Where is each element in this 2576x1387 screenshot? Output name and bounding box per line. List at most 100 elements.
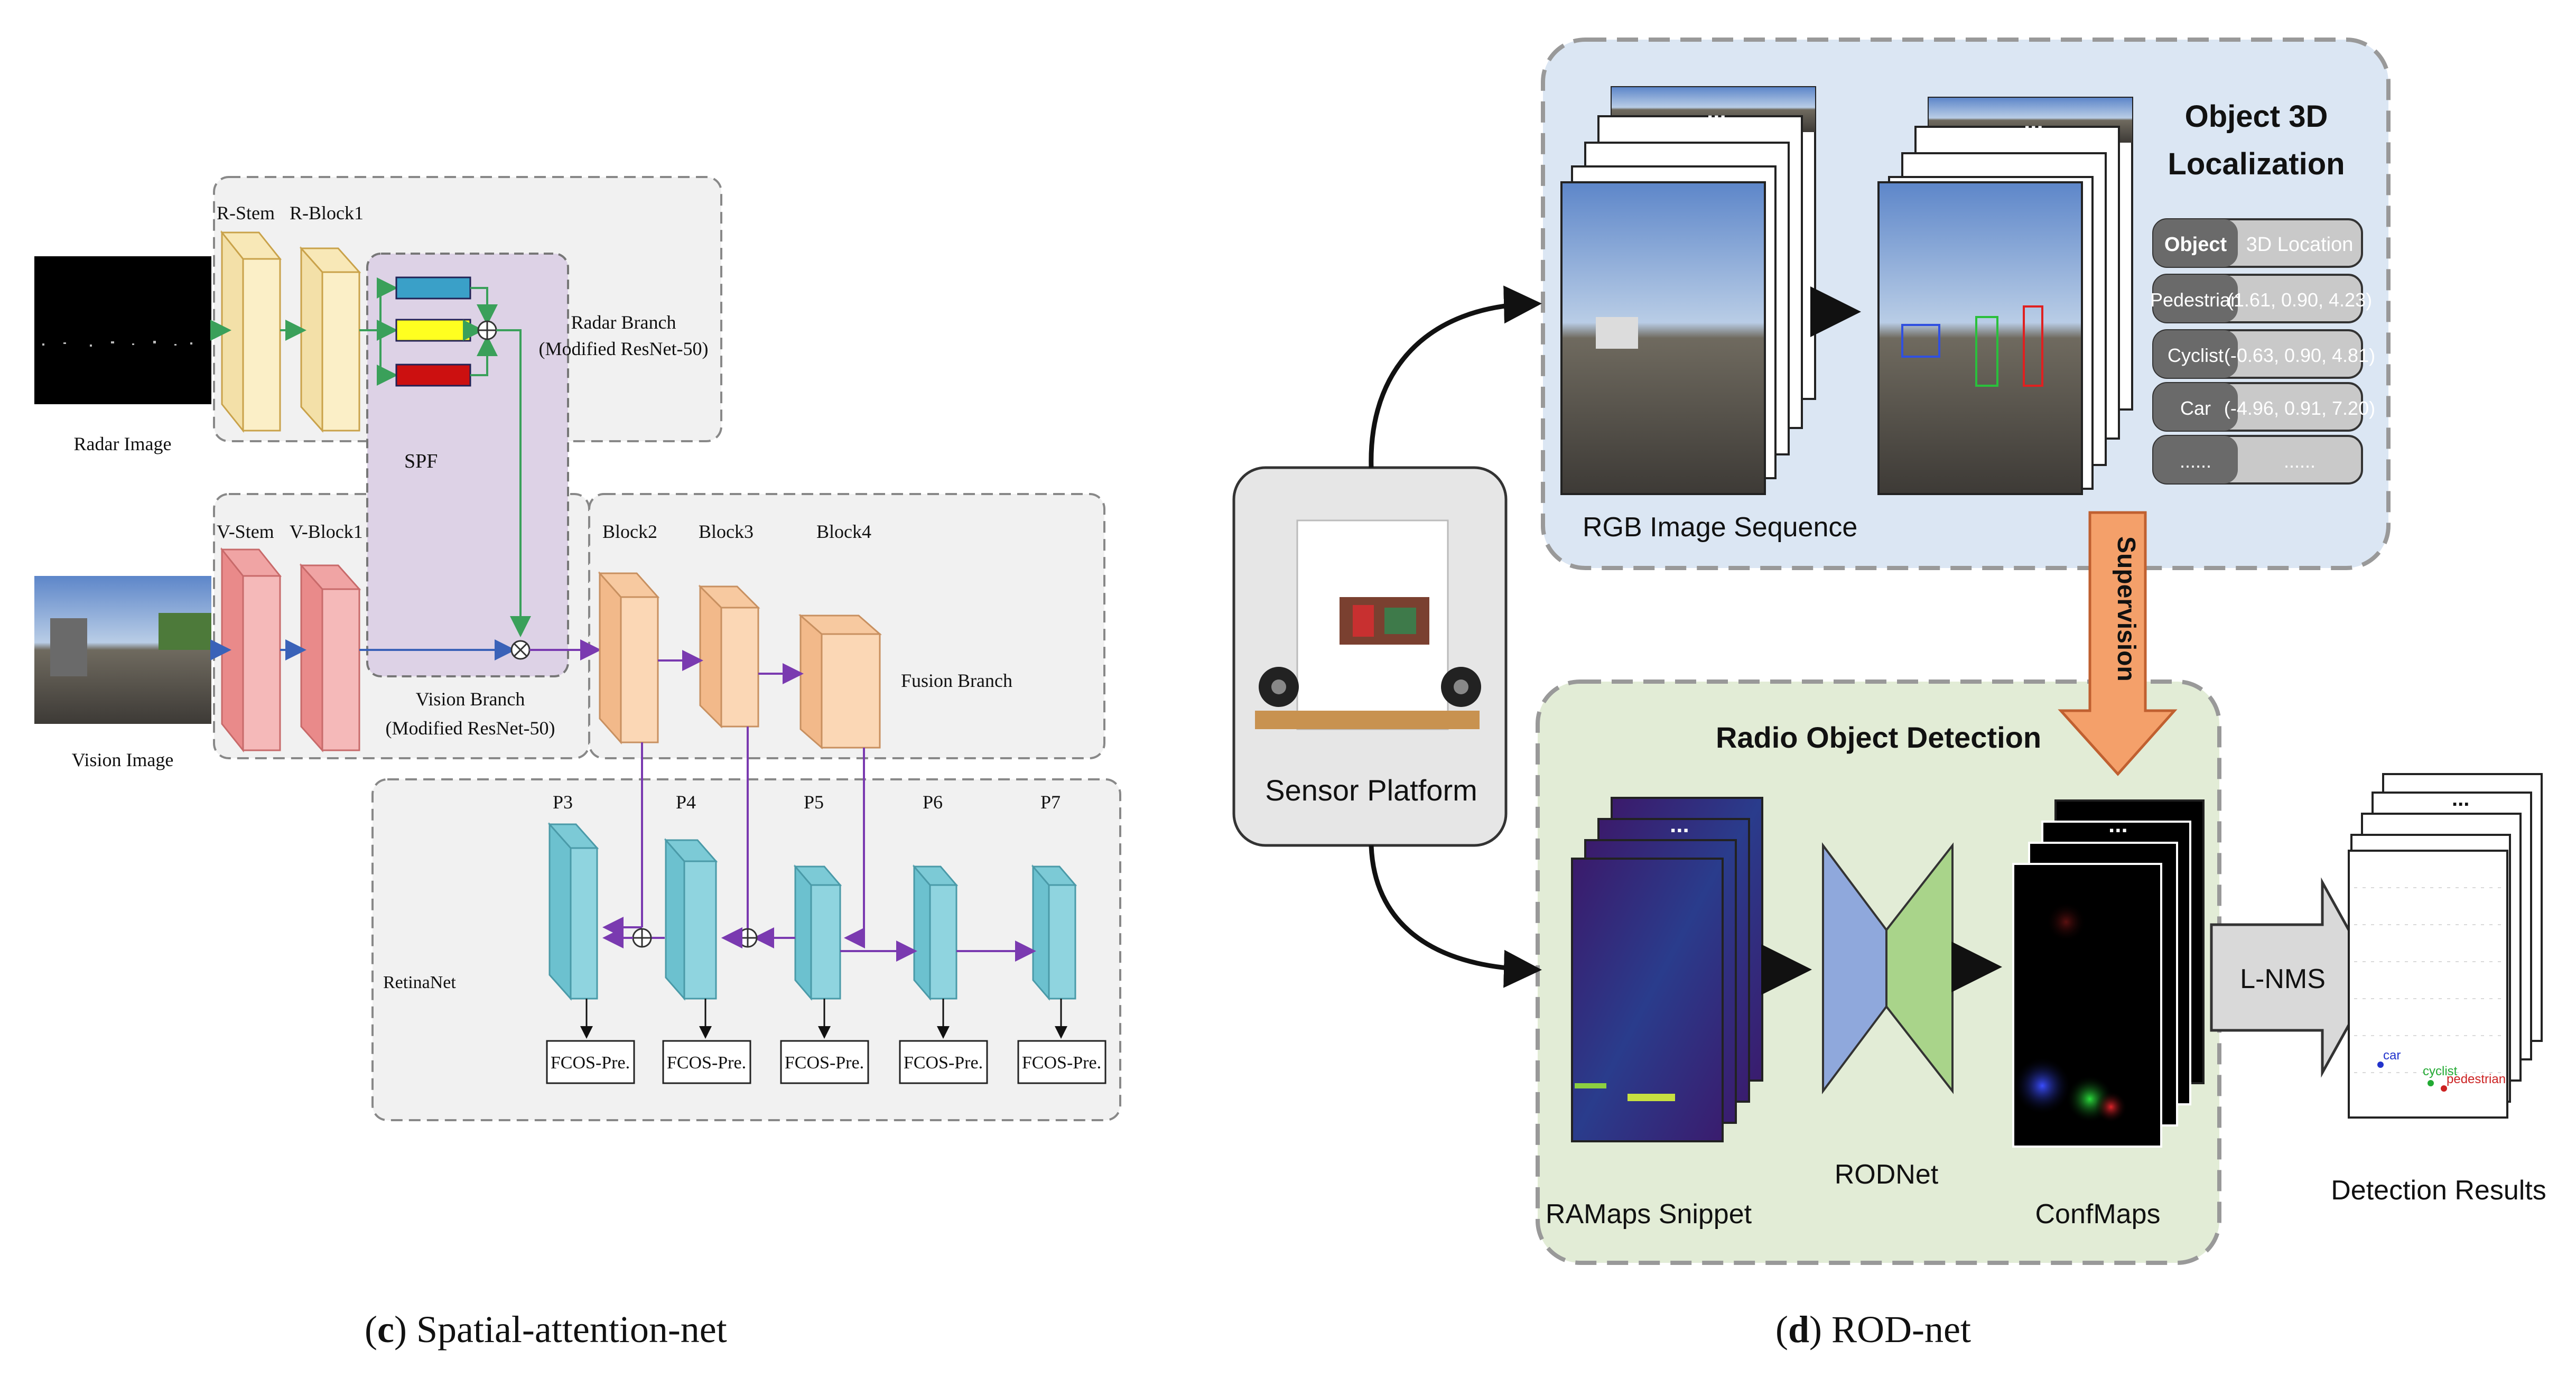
radar-image-label: Radar Image [74,433,172,454]
caption-d: (d) ROD-net [1775,1308,1971,1351]
v-stem-block [220,547,282,753]
fcos-head-1-label: FCOS-Pre. [551,1053,630,1073]
table-row-4-location: ...... [2284,450,2315,472]
fcos-head-3-label: FCOS-Pre. [785,1053,864,1073]
p4-cube [664,838,718,1001]
fcos-head-3 [780,1040,869,1084]
supervision-label: Supervision [2112,536,2140,682]
panel-d: Sensor Platform ... ... RGB I [1232,38,2546,1265]
ramaps-stack [1571,797,1763,1142]
caption-c: (c) Spatial-attention-net [365,1308,727,1351]
p3-cube [547,822,599,1001]
p6-cube [912,864,959,1001]
rgb-input-ellipsis: ... [1707,98,1726,124]
confmaps-stack [2012,799,2205,1148]
fcos-heads: FCOS-Pre. FCOS-Pre. FCOS-Pre. FCOS-Pre. … [546,1040,1106,1084]
table-row-2-object: Cyclist [2168,345,2224,366]
detection-results-stack [2348,773,2543,1119]
radar-branch-label-2: (Modified ResNet-50) [539,338,709,359]
r-stem-block [220,230,282,433]
r-block1-block [299,246,361,433]
det-label-car: car [2383,1048,2401,1063]
spf-red-bar [395,364,471,387]
ramaps-label: RAMaps Snippet [1546,1199,1752,1230]
rodnet-label: RODNet [1835,1159,1939,1190]
sensor-platform-photo [1255,519,1481,730]
radar-branch-label-1: Radar Branch [571,312,676,333]
radio-detection-title: Radio Object Detection [1716,721,2041,754]
table-row-4-object: ...... [2180,450,2211,472]
spf-yellow-bar [395,319,471,342]
fcos-head-4 [899,1040,988,1084]
fcos-head-2-label: FCOS-Pre. [667,1053,746,1073]
rgb-annotated-ellipsis: ... [2024,109,2043,135]
caption-d-text: ROD-net [1831,1308,1971,1351]
retinanet-label: RetinaNet [383,973,456,992]
caption-d-letter: d [1788,1308,1810,1351]
det-label-cyclist: cyclist [2423,1064,2458,1078]
vision-branch-label-1: Vision Branch [416,688,525,710]
spf-add-op [477,320,497,340]
fcos-head-5-label: FCOS-Pre. [1022,1053,1101,1073]
detection-results-label: Detection Results [2331,1175,2546,1206]
p5-cube [793,864,842,1001]
spf-cyan-bar [395,276,471,300]
rgb-annotated-stack [1877,97,2133,495]
det-label-pedestrian: pedestrian [2447,1072,2506,1086]
p5-label: P5 [804,792,824,813]
v-stem-label: V-Stem [217,521,274,542]
vision-mult-op [510,640,531,660]
v-block1-label: V-Block1 [290,521,363,542]
block4-label: Block4 [816,521,871,542]
table-row-1-object: Pedestrian [2150,289,2241,311]
localization-table: Object 3D Location Pedestrian (1.61, 0.9… [2150,218,2375,485]
rgb-input-stack [1560,86,1816,495]
p4-label: P4 [676,792,696,813]
p3-label: P3 [553,792,573,813]
fusion-branch-label: Fusion Branch [901,670,1012,691]
detection-ellipsis: ... [2452,787,2469,811]
rodnet-shape [1822,842,1954,1094]
v-block1-block [299,563,361,752]
pyramid-labels: P3 P4 P5 P6 P7 [553,792,1061,813]
table-header-object: Object [2164,234,2227,256]
radar-image [34,256,211,404]
rgb-sequence-label: RGB Image Sequence [1583,512,1857,543]
localization-title-2: Localization [2168,147,2345,181]
caption-c-letter: c [377,1308,394,1351]
p4-add-op [738,928,758,948]
panel-c: Radar Image Vision Image R-Stem R-Block1 [34,176,1121,1121]
p3-add-op [632,928,652,948]
block4-cube [798,613,882,750]
fcos-head-2 [662,1040,751,1084]
r-block1-label: R-Block1 [290,202,364,224]
p7-cube [1031,864,1077,1001]
radar-points [42,341,192,347]
vision-branch-label-2: (Modified ResNet-50) [386,718,555,739]
block3-label: Block3 [699,521,754,542]
spf-box [366,253,569,677]
block2-label: Block2 [602,521,657,542]
block3-cube [698,584,760,729]
p6-label: P6 [923,792,943,813]
confmaps-label: ConfMaps [2035,1199,2161,1230]
supervision-arrow: Supervision [2058,511,2178,776]
table-header-location: 3D Location [2246,234,2354,256]
p7-label: P7 [1040,792,1061,813]
sensor-platform-label: Sensor Platform [1265,774,1477,807]
table-row-1-location: (1.61, 0.90, 4.23) [2227,289,2372,311]
lnms-arrow: L-NMS [2210,877,2377,1078]
caption-c-text: Spatial-attention-net [416,1308,727,1351]
fcos-head-5 [1017,1040,1106,1084]
fcos-head-4-label: FCOS-Pre. [904,1053,983,1073]
spf-label: SPF [404,450,438,472]
ramaps-ellipsis: ... [1670,812,1689,837]
vision-image [34,576,211,724]
vision-image-label: Vision Image [72,749,174,770]
fcos-head-1 [546,1040,635,1084]
lnms-label: L-NMS [2240,964,2326,994]
table-row-2-location: (-0.63, 0.90, 4.81) [2224,345,2375,366]
block2-cube [598,571,660,744]
table-row-3-location: (-4.96, 0.91, 7.20) [2224,397,2375,419]
